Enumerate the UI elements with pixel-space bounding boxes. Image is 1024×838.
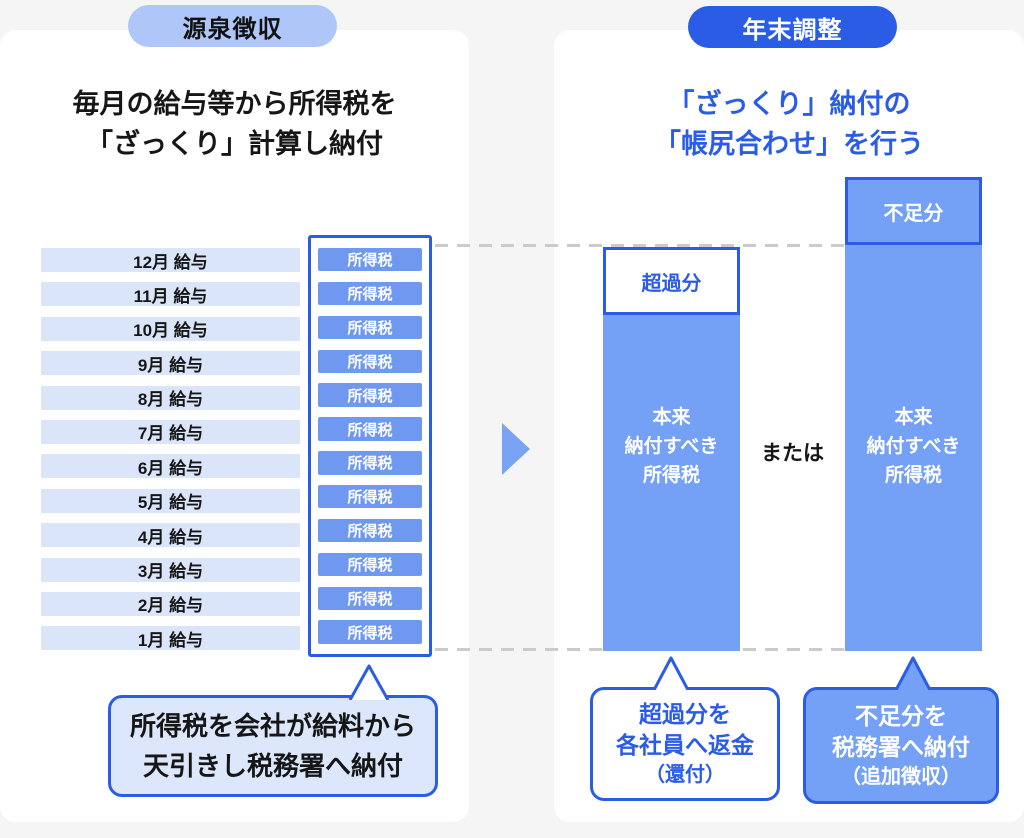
refund-line3: （還付） bbox=[645, 764, 725, 786]
income-tax-badge: 所得税 bbox=[318, 586, 422, 611]
due-tax-line3: 所得税 bbox=[642, 465, 700, 486]
salary-row: 7月 給与 bbox=[41, 419, 300, 444]
withholding-title-line2: 「ざっくり」計算し納付 bbox=[86, 129, 383, 159]
income-tax-badge: 所得税 bbox=[318, 281, 422, 306]
income-tax-badge: 所得税 bbox=[318, 248, 422, 272]
due-tax-line2: 納付すべき bbox=[866, 436, 961, 457]
payment-line2: 税務署へ納付 bbox=[832, 733, 970, 760]
income-tax-badge: 所得税 bbox=[318, 620, 422, 644]
right-arrow-icon bbox=[502, 423, 530, 475]
payment-line3: （追加徴収） bbox=[841, 765, 961, 788]
salary-row: 4月 給与 bbox=[41, 523, 300, 548]
year-end-adjustment-badge: 年末調整 bbox=[688, 6, 897, 48]
due-tax-line1: 本来 bbox=[894, 407, 933, 428]
due-tax-bar-left: 本来 納付すべき 所得税 bbox=[603, 315, 740, 651]
income-tax-badge: 所得税 bbox=[318, 451, 422, 475]
salary-row-list: 12月 給与 11月 給与 10月 給与 9月 給与 8月 給与 7月 給与 6… bbox=[41, 248, 300, 651]
withholding-badge: 源泉徴収 bbox=[128, 5, 337, 47]
salary-row: 11月 給与 bbox=[41, 282, 300, 307]
income-tax-badge: 所得税 bbox=[318, 552, 422, 577]
refund-line2: 各社員へ返金 bbox=[616, 732, 754, 758]
salary-row: 8月 給与 bbox=[41, 385, 300, 410]
income-tax-badge: 所得税 bbox=[318, 315, 422, 340]
income-tax-badge: 所得税 bbox=[318, 518, 422, 543]
callout-pointer-icon bbox=[894, 656, 932, 690]
top-dashed-connector bbox=[435, 244, 845, 247]
withholding-title-line1: 毎月の給与等から所得税を bbox=[72, 89, 397, 119]
payment-callout: 不足分を 税務署へ納付 （追加徴収） bbox=[803, 687, 999, 804]
adjustment-title-line2: 「帳尻合わせ」を行う bbox=[654, 129, 924, 159]
refund-callout: 超過分を 各社員へ返金 （還付） bbox=[590, 687, 780, 801]
callout-pointer-icon bbox=[348, 664, 390, 700]
salary-row: 6月 給与 bbox=[41, 454, 300, 479]
salary-row: 3月 給与 bbox=[41, 557, 300, 582]
income-tax-badge: 所得税 bbox=[318, 485, 422, 509]
excess-amount-box: 超過分 bbox=[603, 247, 740, 315]
income-tax-badge: 所得税 bbox=[318, 383, 422, 407]
salary-row: 12月 給与 bbox=[41, 248, 300, 272]
withholding-title: 毎月の給与等から所得税を 「ざっくり」計算し納付 bbox=[0, 84, 469, 164]
or-label: または bbox=[761, 442, 824, 465]
adjustment-title: 「ざっくり」納付の 「帳尻合わせ」を行う bbox=[554, 84, 1024, 164]
salary-row: 1月 給与 bbox=[41, 626, 300, 651]
adjustment-title-line1: 「ざっくり」納付の bbox=[667, 89, 911, 119]
due-tax-line1: 本来 bbox=[652, 407, 691, 428]
refund-line1: 超過分を bbox=[639, 701, 731, 727]
salary-row: 10月 給与 bbox=[41, 316, 300, 341]
withholding-explanation-callout: 所得税を会社が給料から 天引きし税務署へ納付 bbox=[108, 695, 438, 797]
due-tax-line3: 所得税 bbox=[884, 465, 942, 486]
shortage-amount-box: 不足分 bbox=[845, 177, 982, 245]
income-tax-badge: 所得税 bbox=[318, 349, 422, 374]
payment-line1: 不足分を bbox=[855, 702, 947, 729]
salary-row: 9月 給与 bbox=[41, 351, 300, 376]
callout-pointer-icon bbox=[652, 656, 690, 690]
withholding-callout-line1: 所得税を会社が給料から bbox=[129, 711, 416, 741]
salary-row: 2月 給与 bbox=[41, 591, 300, 616]
salary-row: 5月 給与 bbox=[41, 488, 300, 513]
due-tax-bar-right: 本来 納付すべき 所得税 bbox=[845, 245, 982, 651]
income-tax-badge: 所得税 bbox=[318, 417, 422, 441]
due-tax-line2: 納付すべき bbox=[624, 436, 719, 457]
withholding-callout-line2: 天引きし税務署へ納付 bbox=[142, 751, 403, 781]
income-tax-column: 所得税 所得税 所得税 所得税 所得税 所得税 所得税 所得税 所得税 所得税 … bbox=[308, 235, 432, 657]
